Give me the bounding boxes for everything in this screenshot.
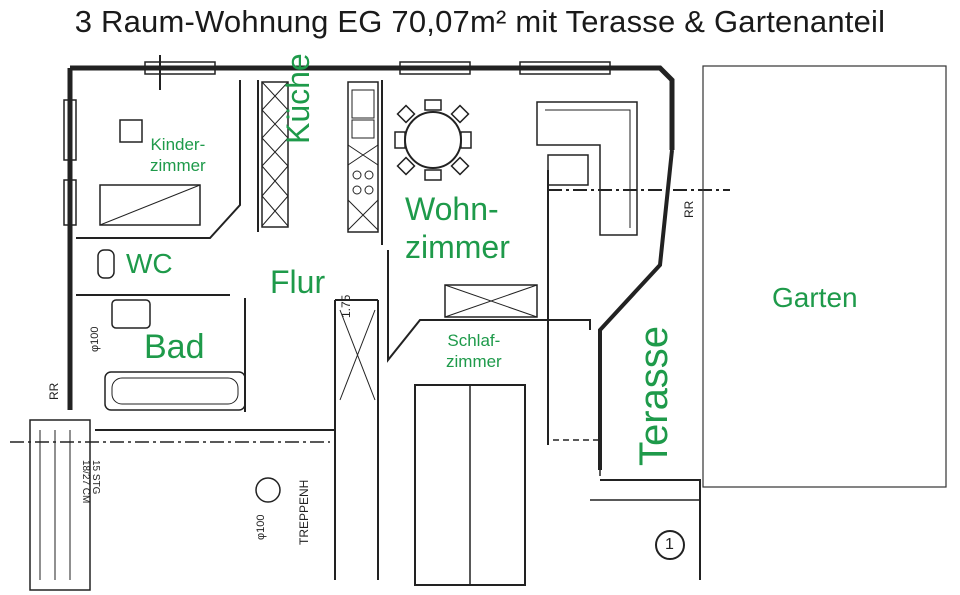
room-label-kinderzimmer: Kinder- zimmer	[150, 135, 206, 175]
window-north-2	[399, 61, 471, 75]
room-label-kueche: Küche	[280, 53, 316, 144]
bathtub	[104, 371, 246, 411]
outer-wall-east	[598, 149, 674, 470]
wc-bowl	[97, 249, 115, 279]
room-label-garten: Garten	[772, 282, 858, 313]
window-north-3	[519, 61, 611, 75]
washbasin	[111, 299, 151, 329]
rr-mark-left: RR	[47, 382, 61, 400]
circle-marker-number: 1	[665, 536, 674, 553]
window-west-1	[63, 99, 77, 161]
room-label-schlafzimmer: Schlaf- zimmer	[446, 331, 502, 371]
dining-table	[404, 111, 462, 169]
room-label-wc: WC	[126, 248, 173, 279]
garten-area	[702, 65, 947, 488]
window-west-2	[63, 179, 77, 226]
kueche-counter-right	[347, 81, 379, 233]
wardrobe	[444, 284, 538, 318]
rr-mark-right: RR	[682, 200, 696, 218]
stair-step-text: 15 STG 18/27 CM	[80, 460, 101, 504]
sofa	[536, 101, 638, 236]
window-north-1	[144, 61, 216, 75]
dimension-175: 1.75	[339, 294, 353, 318]
staircase-left	[29, 419, 91, 591]
pipe-label-bad: φ100	[89, 326, 101, 353]
pipe-label-stair: φ100	[255, 514, 267, 541]
treppenhaus-label: TREPPENH	[297, 479, 311, 545]
room-label-wohnzimmer: Wohn- zimmer	[405, 191, 510, 265]
wall-wohn-flur	[387, 250, 591, 363]
room-label-flur: Flur	[270, 264, 326, 300]
circle-marker	[655, 530, 685, 560]
room-label-terasse: Terasse	[632, 325, 676, 466]
terasse-border	[547, 439, 601, 480]
page-title: 3 Raum-Wohnung EG 70,07m² mit Terasse & …	[74, 4, 886, 39]
wall-kinder-south	[76, 80, 241, 239]
outer-wall-north	[70, 65, 675, 150]
kueche-cabinet-left	[261, 81, 289, 228]
room-label-bad: Bad	[144, 328, 205, 366]
